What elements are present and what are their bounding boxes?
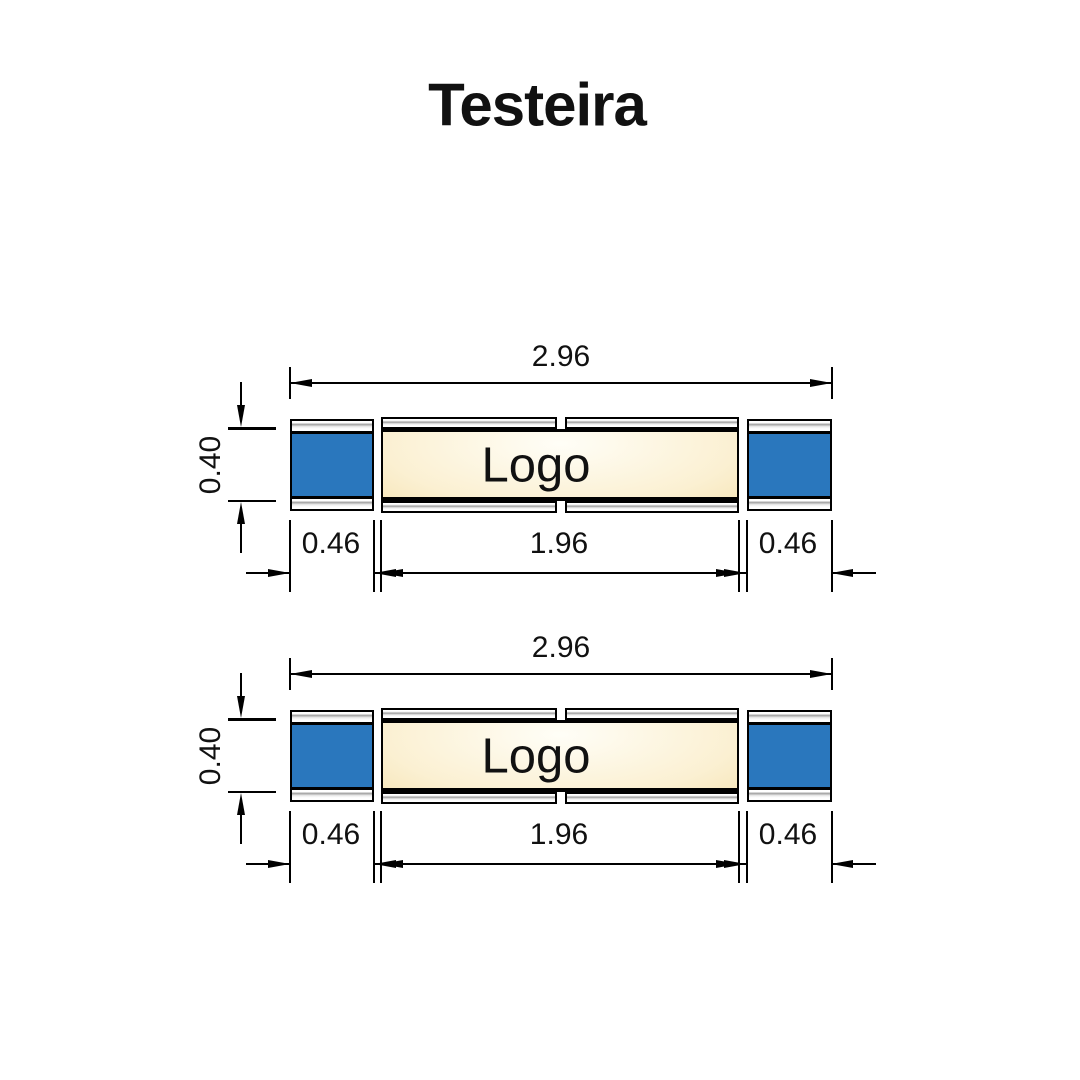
extension-tick [228,499,276,502]
extension-tick [228,427,276,430]
arrowhead-left-icon [290,670,312,678]
dimension-stem [832,572,876,574]
arrowhead-up-icon [237,793,245,815]
extension-line [373,520,375,592]
bottom-rail [292,790,372,800]
extension-line [380,520,382,592]
dimension-stem [240,813,242,844]
logo-text: Logo [481,729,591,784]
testeira-diagram-bottom: 2.96 0.40 [180,631,890,891]
dim-label-left-module: 0.46 [301,527,361,560]
logo-panel-module [381,417,739,513]
logo-panel-module [381,708,739,804]
arrowhead-right-icon [268,860,290,868]
blue-panel-face [292,431,372,499]
blue-end-panel-right [747,419,832,511]
arrowhead-right-icon [810,670,832,678]
bottom-rail-left-segment [381,792,557,804]
bottom-rail-row [381,792,739,804]
arrowhead-down-icon [237,405,245,427]
extension-line [831,520,833,592]
bottom-rail-right-segment [565,501,739,513]
extension-line [746,520,748,592]
top-rail [292,421,372,431]
arrowhead-right-icon [724,569,746,577]
blue-panel-face [749,431,830,499]
extension-line [380,811,382,883]
top-rail-left-segment [381,417,557,429]
dimension-line [374,863,747,865]
extension-line [831,658,833,690]
arrowhead-down-icon [237,696,245,718]
rail-center-gap [557,792,565,804]
logo-panel-face [381,429,739,501]
bottom-rail-left-segment [381,501,557,513]
dimension-line [374,572,747,574]
arrowhead-right-icon [268,569,290,577]
bottom-rail [749,499,830,509]
dimension-line [290,382,832,384]
page-title: Testeira [428,71,647,139]
arrowhead-right-icon [810,379,832,387]
arrowhead-right-icon [724,860,746,868]
extension-tick [228,718,276,721]
extension-tick [228,790,276,793]
arrowhead-left-icon [381,860,403,868]
dim-label-right-module: 0.46 [758,818,818,851]
bottom-rail-row [381,501,739,513]
blue-end-panel-right [747,710,832,802]
arrowhead-left-icon [381,569,403,577]
dim-label-total-width: 2.96 [531,631,591,664]
top-rail [749,712,830,722]
bottom-rail-right-segment [565,792,739,804]
dim-label-logo-module: 1.96 [529,818,589,851]
logo-text: Logo [481,438,591,493]
dim-label-panel-height: 0.40 [194,726,227,786]
dimension-stem [832,863,876,865]
top-rail [292,712,372,722]
extension-line [831,811,833,883]
blue-end-panel-left [290,419,374,511]
dimension-stem [240,382,242,406]
top-rail-row [381,708,739,720]
dim-label-left-module: 0.46 [301,818,361,851]
blue-end-panel-left [290,710,374,802]
extension-line [746,811,748,883]
extension-line [831,367,833,399]
top-rail-right-segment [565,417,739,429]
extension-line [289,811,291,883]
arrowhead-left-icon [290,379,312,387]
top-rail-left-segment [381,708,557,720]
blue-panel-face [749,722,830,790]
logo-panel-face [381,720,739,792]
blue-panel-face [292,722,372,790]
top-rail [749,421,830,431]
bottom-rail [749,790,830,800]
dimension-stem [240,673,242,697]
top-rail-right-segment [565,708,739,720]
extension-line [738,811,740,883]
extension-line [289,520,291,592]
dimension-line [290,673,832,675]
rail-center-gap [557,708,565,720]
dim-label-total-width: 2.96 [531,340,591,373]
dim-label-logo-module: 1.96 [529,527,589,560]
extension-line [373,811,375,883]
testeira-diagram-top: 2.96 0.40 [180,340,890,600]
rail-center-gap [557,417,565,429]
top-rail-row [381,417,739,429]
arrowhead-up-icon [237,502,245,524]
dim-label-right-module: 0.46 [758,527,818,560]
rail-center-gap [557,501,565,513]
dim-label-panel-height: 0.40 [194,435,227,495]
dimension-stem [240,522,242,553]
bottom-rail [292,499,372,509]
extension-line [738,520,740,592]
